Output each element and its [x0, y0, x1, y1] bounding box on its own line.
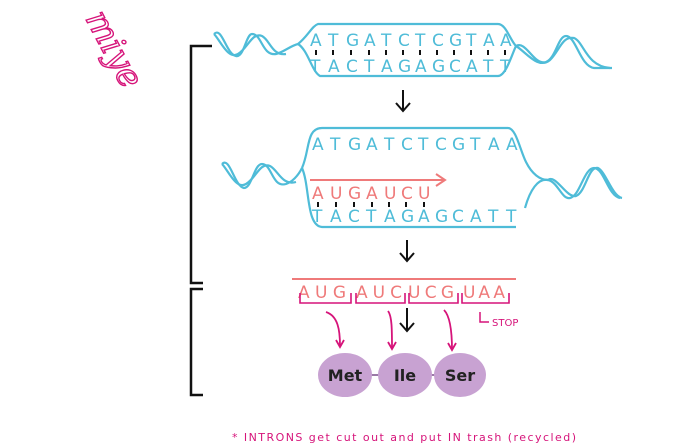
stop-annotation: STOP — [479, 312, 518, 329]
svg-text:A: A — [384, 207, 396, 227]
svg-text:A: A — [418, 207, 430, 227]
svg-text:U: U — [384, 184, 396, 204]
svg-text:T: T — [327, 31, 339, 51]
svg-text:G: G — [401, 207, 414, 227]
svg-text:A: A — [381, 57, 393, 77]
svg-text:T: T — [482, 57, 494, 77]
svg-text:T: T — [499, 57, 511, 77]
svg-text:A: A — [312, 184, 324, 204]
svg-text:A: A — [466, 57, 478, 77]
codon-3: UCG — [408, 283, 454, 303]
svg-text:U: U — [330, 184, 342, 204]
svg-text:A: A — [330, 207, 342, 227]
svg-text:T: T — [380, 31, 392, 51]
svg-text:T: T — [469, 135, 481, 155]
svg-text:T: T — [505, 207, 517, 227]
codon-brackets — [299, 293, 510, 304]
svg-text:G: G — [449, 31, 462, 51]
svg-text:T: T — [309, 57, 321, 77]
svg-text:G: G — [348, 184, 361, 204]
dna-top-strand-stage1: A T G A T C T C G T A A — [310, 31, 512, 51]
svg-text:T: T — [465, 31, 477, 51]
svg-text:A: A — [506, 135, 518, 155]
svg-text:U: U — [418, 184, 430, 204]
translation-arrows — [325, 309, 457, 352]
codon-1: AUG — [298, 283, 346, 303]
svg-text:Ser: Ser — [445, 366, 475, 385]
dna-bottom-strand-stage2: T A C T A G A G C A T T — [311, 207, 517, 227]
svg-text:C: C — [398, 31, 410, 51]
svg-text:A: A — [483, 31, 495, 51]
svg-text:T: T — [487, 207, 499, 227]
codon-2: AUC — [356, 283, 402, 303]
svg-text:C: C — [346, 57, 358, 77]
translation-bracket — [189, 287, 203, 397]
svg-text:G: G — [346, 31, 359, 51]
svg-text:A: A — [366, 135, 378, 155]
svg-text:T: T — [329, 135, 341, 155]
svg-text:C: C — [435, 135, 447, 155]
transcription-bracket — [189, 44, 212, 285]
signature: miye — [76, 3, 151, 96]
dna-top-strand-stage2: A T G A T C T C G T A A — [312, 135, 518, 155]
arrow-down-icon — [399, 240, 415, 263]
svg-text:C: C — [452, 207, 464, 227]
svg-text:STOP: STOP — [492, 318, 518, 329]
svg-text:A: A — [488, 135, 500, 155]
svg-text:A: A — [470, 207, 482, 227]
arrow-down-icon — [395, 90, 411, 113]
svg-text:Met: Met — [328, 366, 363, 385]
hook-arrow-icon — [479, 312, 489, 323]
dna-helix-stage2 — [221, 126, 623, 229]
svg-text:T: T — [383, 135, 395, 155]
svg-text:miye: miye — [77, 3, 151, 95]
base-pair-ticks-stage1 — [315, 50, 506, 55]
arrow-down-icon — [399, 308, 415, 333]
svg-text:C: C — [401, 184, 413, 204]
svg-text:A: A — [500, 31, 512, 51]
amino-acid-chain: Met Ile Ser — [318, 353, 486, 397]
svg-text:G: G — [398, 57, 411, 77]
amino-acid-ile — [378, 353, 432, 397]
svg-text:G: G — [432, 57, 445, 77]
svg-text:A: A — [310, 31, 322, 51]
codon-4: UAA — [463, 283, 505, 303]
svg-text:T: T — [414, 31, 426, 51]
mrna-strand-stage2: A U G A U C U — [312, 184, 430, 204]
dna-bottom-strand-stage1: T A C T A G A G C A T T — [309, 57, 511, 77]
footnote: * INTRONS get cut out and put IN trash (… — [232, 431, 576, 444]
svg-text:C: C — [449, 57, 461, 77]
svg-text:T: T — [417, 135, 429, 155]
svg-text:Ile: Ile — [394, 366, 416, 385]
svg-text:C: C — [348, 207, 360, 227]
svg-text:G: G — [452, 135, 465, 155]
svg-text:A: A — [364, 31, 376, 51]
svg-text:C: C — [432, 31, 444, 51]
svg-text:A: A — [366, 184, 378, 204]
svg-text:A: A — [415, 57, 427, 77]
svg-text:A: A — [312, 135, 324, 155]
mrna-direction-arrow-icon — [310, 173, 447, 187]
amino-acid-met — [318, 353, 372, 397]
svg-text:A: A — [328, 57, 340, 77]
svg-text:G: G — [348, 135, 361, 155]
codon-list: AUG AUC UCG UAA — [298, 283, 505, 303]
dna-helix-stage1 — [213, 22, 612, 78]
svg-text:T: T — [363, 57, 375, 77]
amino-acid-ser — [434, 353, 486, 397]
base-pair-ticks-stage2 — [317, 202, 425, 207]
svg-text:T: T — [311, 207, 323, 227]
svg-text:T: T — [365, 207, 377, 227]
svg-text:C: C — [401, 135, 413, 155]
svg-text:G: G — [435, 207, 448, 227]
